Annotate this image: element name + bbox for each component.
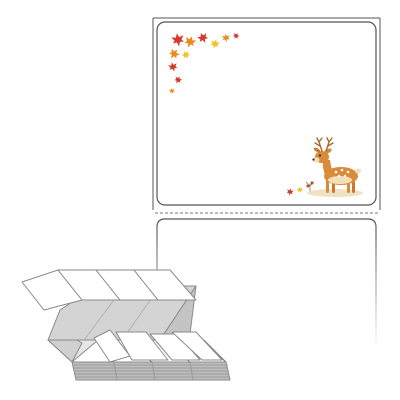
fanfold-label-stack-icon <box>21 269 231 381</box>
label-sheet <box>152 17 381 355</box>
stack-top-row <box>21 269 197 311</box>
stack-front-row <box>93 329 223 363</box>
stack-layers <box>71 361 231 381</box>
fallen-leaves-icon <box>286 181 315 197</box>
deer-icon <box>307 137 363 197</box>
